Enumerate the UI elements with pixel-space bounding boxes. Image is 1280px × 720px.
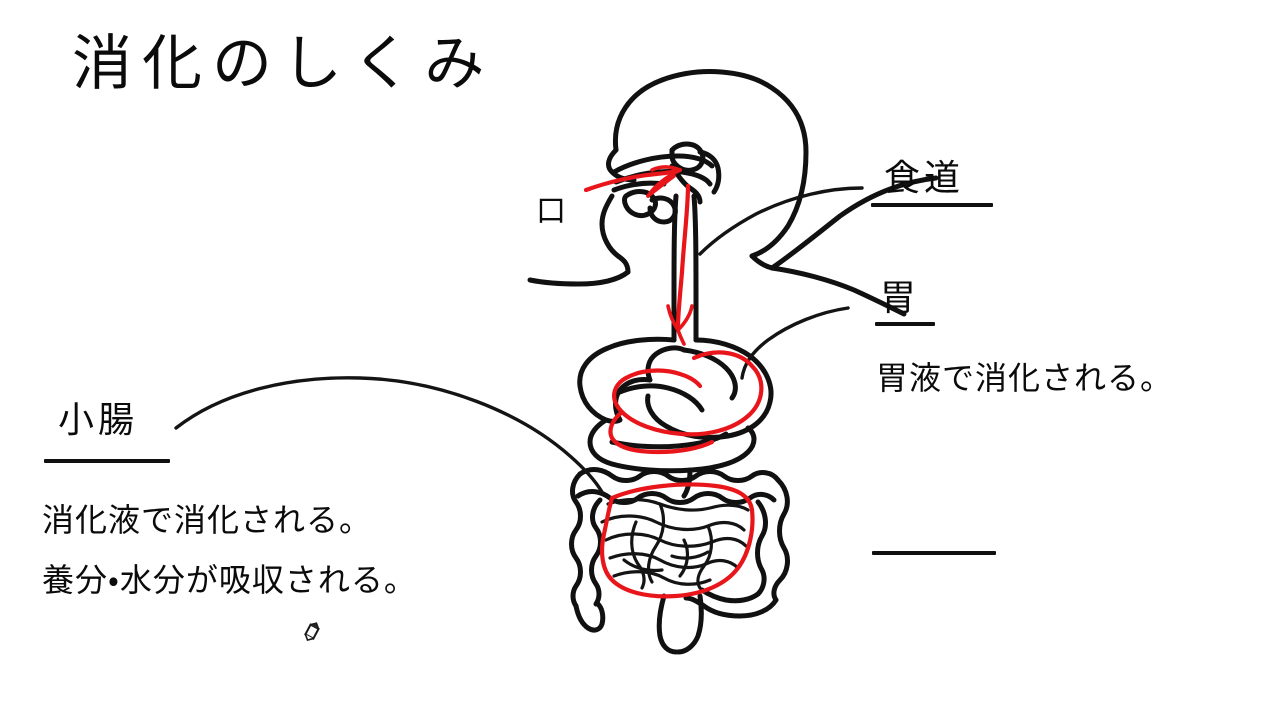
esophagus-right-wall (691, 193, 699, 343)
small-intestine-coil-2 (600, 514, 746, 532)
red-esophagus-arrowhead-right (676, 304, 694, 332)
stomach-lesser-curvature (681, 347, 738, 401)
large-intestine-descending-right-inner (755, 499, 768, 597)
larynx-right (697, 149, 722, 195)
sigmoid-colon-inner (699, 587, 761, 604)
pen-cursor-icon (304, 622, 320, 641)
large-intestine-transverse-top (577, 467, 781, 483)
underline-small-intestine (44, 459, 170, 463)
underline-stomach (875, 322, 935, 326)
red-mouth-arrow-head-lower (646, 168, 682, 198)
chin-and-jaw (599, 193, 631, 275)
duodenum-inner (609, 431, 729, 450)
label-mouth: 口 (536, 195, 566, 228)
underline-esophagus (871, 203, 993, 207)
stomach-inner-fold (617, 383, 705, 413)
underline-blank (872, 551, 996, 555)
red-mouth-arrow-head-upper (650, 165, 682, 172)
neck-right-line (749, 253, 775, 271)
head-profile-outline (612, 69, 809, 259)
small-intestine-loop-d (678, 538, 690, 578)
small-intestine-coil-4 (608, 552, 740, 570)
red-stomach-circle (612, 350, 764, 437)
small-intestine-loop-e (622, 558, 664, 573)
description-stomach: 胃液で消化される。 (876, 360, 1174, 396)
small-intestine-loop-b (696, 524, 714, 590)
red-esophagus-arrow-shaft (675, 183, 691, 329)
large-intestine-ascending-left (569, 471, 583, 609)
rectum-right (675, 593, 704, 655)
small-intestine-loop-f (670, 550, 710, 560)
small-intestine-loop-c (630, 520, 646, 590)
small-intestine-coil-5 (612, 570, 712, 586)
leader-line-stomach (740, 306, 850, 380)
mouth-roof-lower (613, 169, 713, 187)
duodenum-descend (681, 467, 693, 499)
head-jaw-line (606, 147, 637, 183)
small-intestine-coil-1 (606, 497, 750, 512)
large-intestine-descending-right (771, 477, 790, 603)
left-shoulder-line (527, 269, 631, 287)
small-intestine-coil-3 (604, 532, 748, 548)
epiglottis (669, 141, 706, 173)
label-esophagus: 食道 (884, 158, 965, 198)
red-esophagus-tip (676, 328, 686, 346)
red-small-intestine-circle (600, 482, 755, 599)
rectum-left (656, 593, 679, 655)
pharynx-curve (669, 163, 703, 205)
red-mouth-arrow-tail-curl (646, 174, 676, 198)
page-title: 消化のしくみ (72, 31, 495, 97)
tongue-root (647, 195, 678, 225)
duodenum-loop (587, 417, 757, 474)
leader-line-small-intestine (174, 376, 604, 494)
leader-line-esophagus (698, 186, 864, 256)
description-small-intestine-line1: 消化液で消化される。 (42, 502, 373, 538)
description-small-intestine-line2: 養分・水分が吸収される。 (42, 562, 417, 598)
label-stomach: 胃 (880, 278, 921, 318)
stomach-outline (577, 336, 687, 424)
sigmoid-colon (683, 595, 779, 619)
upper-palate (611, 153, 715, 175)
tongue (622, 189, 658, 219)
large-intestine-ascending-left-inner (589, 497, 603, 607)
red-stomach-circle-tail (608, 409, 715, 455)
lower-lip-line (611, 180, 667, 193)
red-mouth-arrow-shaft (583, 167, 683, 193)
label-small-intestine: 小腸 (58, 400, 139, 440)
large-intestine-transverse-bottom (575, 489, 777, 505)
cecum-left (573, 601, 606, 633)
stomach-greater-curvature (645, 337, 774, 441)
red-esophagus-arrowhead-left (666, 304, 680, 332)
esophagus-left-wall (671, 193, 679, 343)
small-intestine-loop-a (646, 502, 666, 584)
